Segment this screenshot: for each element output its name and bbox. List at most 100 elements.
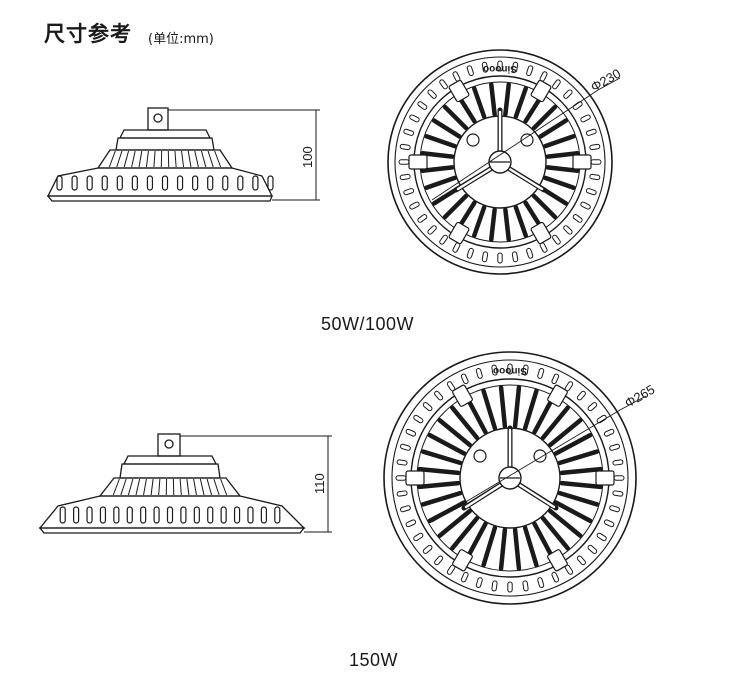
heatsink-fin bbox=[464, 395, 488, 435]
vent-slot bbox=[220, 506, 227, 524]
heatsink-fin bbox=[437, 418, 473, 448]
heatsink-fin bbox=[420, 449, 463, 466]
side-fin bbox=[174, 150, 177, 168]
vent-slot bbox=[252, 175, 259, 191]
vent-slot bbox=[475, 577, 483, 588]
model-caption-1: 50W/100W bbox=[321, 314, 415, 334]
vent-slot bbox=[609, 505, 620, 513]
heatsink-fin bbox=[481, 525, 498, 568]
vent-slot bbox=[233, 506, 241, 524]
heatsink-fin bbox=[498, 385, 508, 429]
vent-slot bbox=[166, 506, 174, 524]
vent-slot bbox=[612, 490, 624, 497]
vent-slot bbox=[613, 475, 625, 481]
heatsink-fin bbox=[427, 432, 467, 456]
heatsink-fin bbox=[450, 405, 480, 441]
mount-tab bbox=[408, 154, 428, 170]
mount-tab bbox=[547, 384, 568, 407]
vent-slot bbox=[86, 506, 93, 524]
heatsink-fin bbox=[489, 82, 497, 117]
vent-slot bbox=[247, 506, 254, 524]
vent-slot bbox=[409, 114, 420, 123]
vent-slot bbox=[537, 577, 545, 588]
side-fin bbox=[199, 478, 205, 496]
vent-slot bbox=[413, 532, 424, 542]
vent-slot bbox=[140, 506, 147, 524]
height-dimension-2 bbox=[180, 435, 332, 533]
heatsink-fin bbox=[481, 388, 498, 431]
top-view-model-1: Sinooo bbox=[387, 49, 621, 275]
heatsink-fin bbox=[512, 385, 522, 429]
vent-slot bbox=[71, 175, 78, 191]
height-label-1: 100 bbox=[300, 146, 315, 168]
side-fin bbox=[135, 478, 141, 496]
heatsink-fin bbox=[513, 205, 529, 238]
heatsink-fin bbox=[424, 175, 457, 191]
vent-slot bbox=[475, 368, 483, 379]
vent-slot bbox=[585, 128, 597, 136]
page-title: 尺寸参考 bbox=[44, 22, 132, 46]
vent-slot bbox=[146, 175, 154, 191]
side-fin bbox=[112, 478, 120, 496]
vent-slot bbox=[417, 101, 428, 110]
vent-slot bbox=[422, 402, 433, 412]
vent-slot bbox=[417, 214, 428, 223]
mount-hole bbox=[164, 439, 174, 449]
side-fin bbox=[200, 150, 207, 168]
vent-slot bbox=[56, 175, 63, 191]
side-fin bbox=[206, 478, 213, 496]
vent-slot bbox=[589, 143, 601, 151]
brand-label-2: Sinooo bbox=[493, 365, 527, 376]
heatsink-fin bbox=[420, 151, 455, 159]
mount-tab bbox=[572, 154, 592, 170]
vent-slot bbox=[395, 475, 407, 481]
diameter-label-1: Φ230 bbox=[588, 66, 623, 95]
side-fin bbox=[108, 150, 116, 168]
vent-slot bbox=[563, 89, 573, 99]
vent-slot bbox=[126, 506, 133, 524]
vent-slot bbox=[113, 506, 120, 524]
vent-slot bbox=[73, 506, 80, 524]
heatsink-fin bbox=[531, 193, 558, 220]
side-fin bbox=[153, 150, 156, 168]
vent-slot bbox=[99, 506, 107, 524]
heatsink-fin bbox=[543, 175, 576, 191]
vent-slot bbox=[609, 443, 620, 451]
mount-tab bbox=[405, 470, 425, 486]
vent-slot bbox=[405, 519, 417, 528]
heatsink-fin bbox=[489, 207, 497, 242]
mount-tab bbox=[595, 470, 615, 486]
mount-tab bbox=[452, 549, 473, 572]
side-fin bbox=[116, 150, 123, 168]
heatsink-fin bbox=[522, 525, 539, 568]
heatsink-fin bbox=[503, 207, 511, 242]
mount-hole bbox=[153, 113, 163, 123]
vent-slot bbox=[193, 506, 200, 524]
vent-slot bbox=[526, 247, 534, 259]
vent-slot bbox=[481, 61, 489, 73]
vent-slot bbox=[434, 555, 444, 566]
heatsink-fin bbox=[427, 500, 467, 524]
mount-tab bbox=[448, 79, 470, 103]
heatsink-fin bbox=[420, 165, 455, 173]
vent-slot bbox=[180, 506, 187, 524]
vent-slot bbox=[403, 128, 415, 136]
vent-slot bbox=[481, 251, 489, 263]
vent-slot bbox=[267, 175, 274, 191]
vent-slot bbox=[603, 428, 615, 437]
vent-slot bbox=[507, 581, 513, 593]
side-view-model-2 bbox=[38, 433, 306, 534]
vent-slot bbox=[596, 532, 607, 542]
vent-slot bbox=[466, 247, 474, 259]
side-fin bbox=[187, 150, 192, 168]
vent-slot bbox=[260, 506, 267, 524]
model-caption-2: 150W bbox=[349, 650, 399, 670]
side-fin bbox=[145, 150, 149, 168]
heatsink-fin bbox=[540, 515, 570, 551]
heatsink-fin bbox=[532, 395, 556, 435]
side-fin bbox=[220, 478, 228, 496]
vent-slot bbox=[207, 175, 214, 191]
heatsink-fin bbox=[538, 118, 569, 139]
heatsink-fin bbox=[532, 521, 556, 561]
vent-slot bbox=[491, 580, 498, 592]
